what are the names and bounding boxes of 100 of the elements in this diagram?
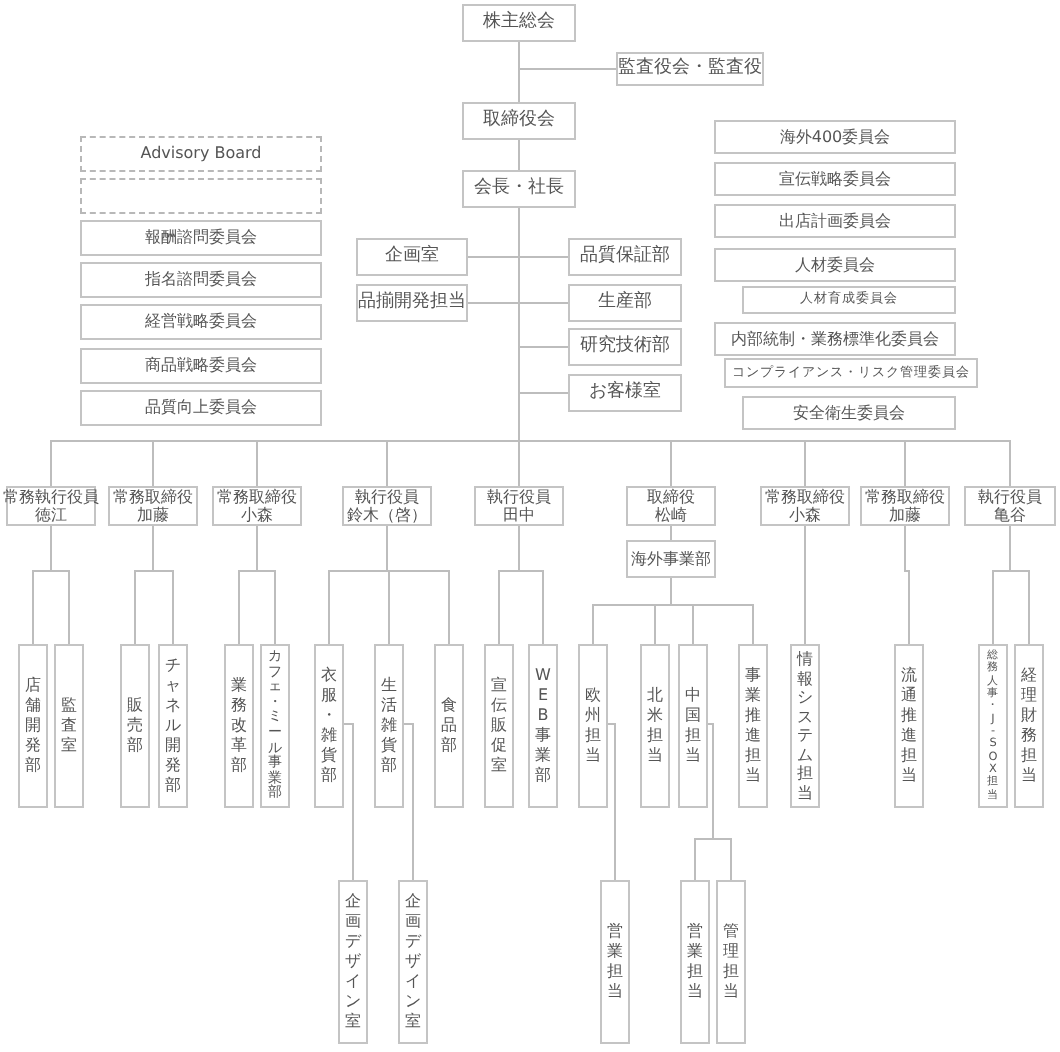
box-label: 執行役員 [487, 487, 551, 506]
org-box [626, 540, 716, 578]
committee-box [80, 178, 322, 214]
box-label: 徳江 [35, 506, 67, 525]
department-box [790, 644, 820, 808]
box-label: 加藤 [889, 506, 921, 525]
org-box [462, 4, 576, 42]
committee-box [742, 396, 956, 430]
box-label: 常務取締役 [113, 487, 193, 506]
connector-line [518, 41, 520, 103]
box-label: 情報システム担当 [797, 650, 813, 802]
department-box [54, 644, 84, 808]
org-box [568, 374, 682, 412]
box-label: 海外事業部 [631, 549, 711, 569]
box-label: 常務執行役員 [3, 487, 99, 506]
box-label: 営業担当 [607, 922, 623, 1002]
committee-box [80, 348, 322, 384]
box-label: 常務取締役 [217, 487, 297, 506]
department-box [434, 644, 464, 808]
box-label: 会長・社長 [474, 179, 564, 199]
org-box [616, 52, 764, 86]
box-label: 小森 [789, 506, 821, 525]
box-label: 宣伝戦略委員会 [779, 169, 891, 189]
org-box [568, 238, 682, 276]
committee-box [80, 220, 322, 256]
connector-line [152, 525, 174, 645]
box-label: 監査役会・監査役 [618, 59, 762, 79]
committee-box [742, 286, 956, 314]
box-label: 企画室 [385, 247, 439, 267]
org-box [356, 238, 468, 276]
department-box [600, 880, 630, 1044]
committee-box [80, 136, 322, 172]
org-box [760, 486, 850, 526]
department-box [894, 644, 924, 808]
org-box [462, 170, 576, 208]
department-box [398, 880, 428, 1044]
box-label: 流通推進担当 [901, 666, 917, 786]
box-label: 事業推進担当 [745, 666, 761, 786]
connector-line [804, 525, 806, 645]
box-label: 内部統制・業務標準化委員会 [731, 329, 939, 349]
box-label: 田中 [503, 506, 535, 525]
department-box [680, 880, 710, 1044]
box-label: 中国担当 [685, 686, 701, 766]
connector-line [256, 525, 276, 645]
org-box [568, 284, 682, 322]
department-box [578, 644, 608, 808]
department-box [678, 644, 708, 808]
box-label: 衣服・雑貨部 [321, 666, 337, 786]
committee-box [714, 204, 956, 238]
org-box [568, 328, 682, 366]
box-label: 出店計画委員会 [779, 211, 891, 231]
box-label: 報酬諮問委員会 [145, 228, 257, 248]
box-label: 常務取締役 [865, 487, 945, 506]
box-label: 亀谷 [994, 506, 1026, 525]
department-box [484, 644, 514, 808]
connector-line [386, 525, 450, 645]
box-label: 販売部 [127, 696, 143, 756]
department-box [260, 644, 290, 808]
box-label: 生活雑貨部 [381, 676, 397, 776]
committee-box [714, 162, 956, 196]
committee-box [714, 248, 956, 282]
box-label: 経営戦略委員会 [145, 312, 257, 332]
box-label: 海外400委員会 [779, 127, 891, 147]
connector-line [403, 723, 414, 881]
box-label: お客様室 [589, 383, 661, 403]
box-label: 安全衛生委員会 [793, 403, 905, 423]
box-label: 指名諮問委員会 [145, 270, 257, 290]
box-label: 人材委員会 [795, 255, 875, 275]
connector-line [707, 723, 732, 881]
box-label: 営業担当 [687, 922, 703, 1002]
org-box [6, 486, 96, 526]
department-box [120, 644, 150, 808]
box-label: 取締役会 [483, 111, 555, 131]
committee-box [80, 304, 322, 340]
box-label: 品揃開発担当 [358, 293, 466, 313]
box-label: チャネル開発部 [165, 656, 181, 796]
connector-line [904, 525, 910, 645]
connector-line [50, 525, 70, 645]
box-label: 企画デザイン室 [345, 892, 361, 1032]
box-label: 商品戦略委員会 [145, 356, 257, 376]
department-box [640, 644, 670, 808]
box-label: 宣伝販促室 [491, 676, 507, 776]
box-label: 監査室 [61, 696, 77, 756]
org-box [626, 486, 716, 526]
department-box [18, 644, 48, 808]
department-box [338, 880, 368, 1044]
box-label: 欧州担当 [585, 686, 601, 766]
department-box [528, 644, 558, 808]
box-label: 業務改革部 [231, 676, 247, 776]
org-box [212, 486, 302, 526]
org-box [108, 486, 198, 526]
org-box [474, 486, 564, 526]
department-box [158, 644, 188, 808]
box-label: 食品部 [441, 696, 457, 756]
connector-line [607, 723, 616, 881]
department-box [738, 644, 768, 808]
committee-box [80, 262, 322, 298]
committee-box [80, 390, 322, 426]
box-label: 取締役 [647, 487, 695, 506]
committee-box [724, 358, 978, 388]
